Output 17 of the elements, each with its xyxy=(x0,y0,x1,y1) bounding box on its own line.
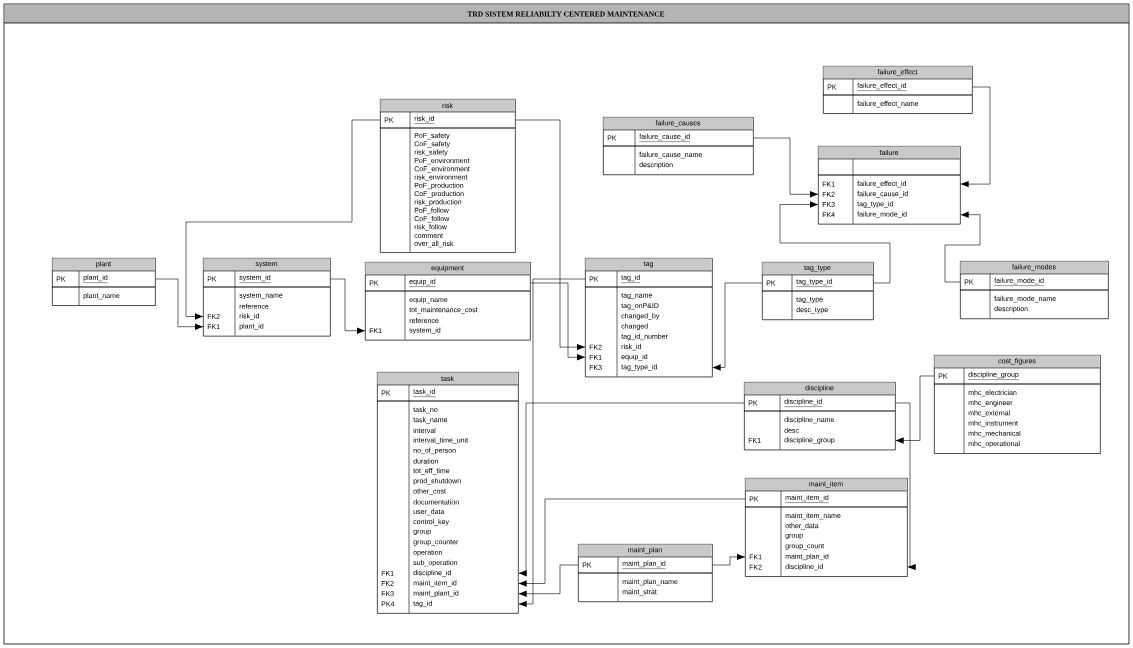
connector-arrow xyxy=(779,201,891,284)
connector-arrow xyxy=(515,119,586,351)
connector-arrow xyxy=(895,375,935,444)
connector-arrow xyxy=(518,498,746,587)
connector-arrow xyxy=(960,86,991,188)
connector-arrow xyxy=(155,278,204,330)
connector-arrow xyxy=(518,402,745,577)
connector-arrow xyxy=(330,278,366,334)
connector-arrow xyxy=(185,119,381,320)
connector-arrow xyxy=(895,402,916,571)
connector-arrow xyxy=(530,282,586,361)
connector-arrow xyxy=(518,564,579,597)
connector-arrow xyxy=(518,278,586,608)
connector-arrow xyxy=(753,137,819,198)
connector-arrow xyxy=(712,282,763,371)
connector-arrow xyxy=(944,211,981,283)
connector-arrow xyxy=(712,553,746,566)
